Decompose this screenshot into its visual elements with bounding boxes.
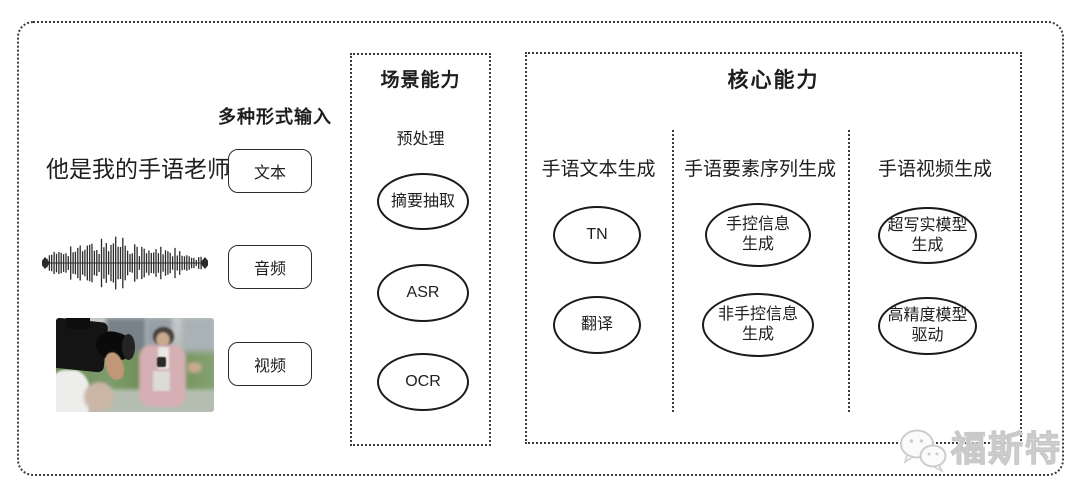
node-label: 手控信息	[725, 216, 790, 233]
input-box-audio: 音频	[228, 245, 312, 289]
column-divider	[672, 130, 674, 412]
input-box-video-label: 视频	[253, 358, 286, 375]
node-ocr: OCR	[377, 353, 469, 411]
node-label: 翻译	[580, 316, 613, 333]
input-box-text: 文本	[228, 149, 312, 193]
node-label: 非手控信息	[717, 306, 798, 323]
preprocess-label: 预处理	[396, 131, 445, 148]
sample-sentence-text: 他是我的手语老师	[46, 156, 230, 182]
photo-cameraman-arm	[84, 382, 114, 412]
node-label: ASR	[406, 284, 440, 301]
input-section-title: 多种形式输入	[218, 107, 332, 127]
node-high-precision-model-driving: 高精度模型 驱动	[878, 297, 977, 355]
photo-reporter-hand	[187, 362, 202, 373]
scene-capability-title: 场景能力	[380, 70, 461, 91]
node-non-manual-info-generation: 非手控信息 生成	[702, 293, 814, 357]
node-summary-extraction: 摘要抽取	[377, 173, 469, 230]
node-hyperrealistic-model-generation: 超写实模型 生成	[878, 207, 977, 264]
wechat-icon	[900, 429, 947, 473]
column-header-sl-text-generation: 手语文本生成	[541, 159, 656, 180]
input-box-audio-label: 音频	[253, 261, 286, 278]
column-header-sl-element-sequence: 手语要素序列生成	[683, 159, 836, 180]
outer-dotted-frame	[17, 21, 1064, 476]
node-label: OCR	[405, 373, 441, 390]
column-header-sl-video-generation: 手语视频生成	[877, 159, 992, 180]
node-label: TN	[586, 226, 608, 243]
node-tn: TN	[553, 206, 641, 264]
photo-notes	[153, 371, 170, 391]
input-box-text-label: 文本	[253, 165, 286, 182]
audio-waveform-icon	[42, 236, 208, 290]
node-label: 高精度模型	[887, 307, 968, 324]
watermark-text: 福斯特	[950, 429, 1063, 469]
video-frame-image	[56, 318, 214, 412]
node-label: 生成	[741, 236, 774, 253]
node-label: 驱动	[911, 327, 944, 344]
node-label: 生成	[911, 236, 944, 254]
watermark: 福斯特	[893, 424, 1068, 476]
core-capability-box	[525, 52, 1022, 444]
photo-lens-ring	[122, 334, 135, 360]
scene-capability-box	[350, 53, 491, 446]
photo-reporter-face	[156, 332, 170, 347]
photo-building	[182, 318, 214, 358]
node-label: 摘要抽取	[390, 192, 455, 210]
node-translation: 翻译	[553, 296, 641, 354]
node-label: 超写实模型	[887, 216, 968, 234]
photo-microphone	[157, 357, 166, 367]
photo-camera-top	[66, 318, 90, 329]
node-manual-info-generation: 手控信息 生成	[705, 203, 811, 267]
input-box-video: 视频	[228, 342, 312, 386]
column-divider	[848, 130, 850, 412]
node-asr: ASR	[377, 264, 469, 322]
node-label: 生成	[741, 326, 774, 343]
core-capability-title: 核心能力	[727, 69, 820, 92]
